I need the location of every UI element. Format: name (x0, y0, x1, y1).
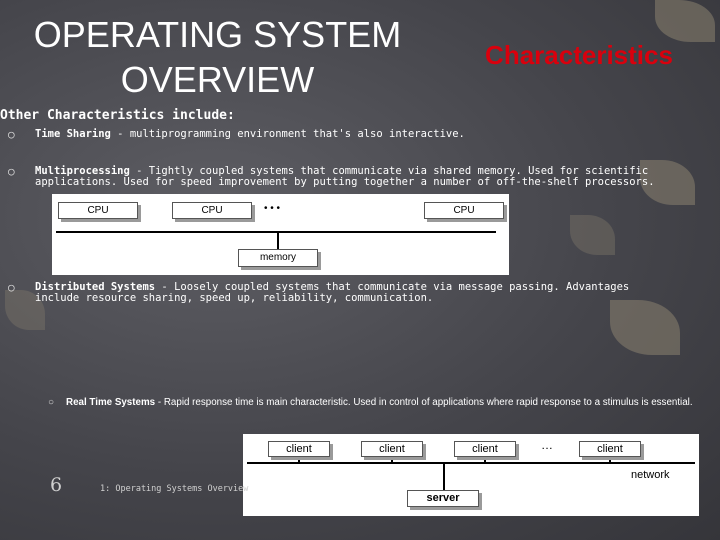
bullet-real-time-systems: ○ Real Time Systems - Rapid response tim… (48, 397, 696, 408)
bullet-term: Time Sharing (35, 128, 111, 140)
cpu-box: CPU (58, 202, 138, 219)
bullet-multiprocessing: ○ Multiprocessing - Tightly coupled syst… (8, 165, 700, 188)
server-connector (443, 462, 445, 490)
client-connector (391, 455, 393, 463)
footer-text: 1: Operating Systems Overview (100, 484, 249, 494)
hollow-circle-bullet-icon: ○ (48, 397, 55, 408)
client-box: client (454, 441, 516, 457)
hollow-circle-bullet-icon: ○ (8, 128, 15, 141)
bullet-term: Multiprocessing (35, 165, 130, 177)
memory-box: memory (238, 249, 318, 267)
network-label: network (631, 469, 670, 481)
hollow-circle-bullet-icon: ○ (8, 165, 15, 178)
bullet-text: - Rapid response time is main characteri… (155, 397, 693, 408)
multiprocessor-diagram: CPU CPU • • • CPU memory (52, 194, 509, 275)
memory-connector (277, 231, 279, 249)
client-box: client (579, 441, 641, 457)
decorative-leaf (570, 215, 615, 255)
client-connector (484, 455, 486, 463)
cpu-box: CPU (424, 202, 504, 219)
slide-title: OPERATING SYSTEM OVERVIEW (33, 14, 402, 100)
server-box: server (407, 490, 479, 507)
cpu-box: CPU (172, 202, 252, 219)
client-connector (298, 455, 300, 463)
bullet-text: - Loosely coupled systems that communica… (35, 281, 630, 304)
bullet-time-sharing: ○ Time Sharing - multiprogramming enviro… (8, 128, 695, 141)
client-box: client (361, 441, 423, 457)
network-diagram: client client client … client network se… (243, 434, 699, 516)
decorative-leaf (655, 0, 715, 42)
bus-line (56, 231, 496, 233)
slide-heading: Characteristics (485, 40, 673, 70)
cpu-ellipsis: • • • (264, 203, 281, 214)
bullet-distributed-systems: ○ Distributed Systems - Loosely coupled … (8, 281, 675, 304)
bullet-text: - multiprogramming environment that's al… (110, 128, 465, 140)
decorative-leaf (5, 290, 45, 330)
intro-text: Other Characteristics include: (0, 108, 235, 123)
page-number: 6 (50, 474, 63, 496)
bullet-term: Real Time Systems (66, 397, 156, 408)
network-line (247, 462, 695, 464)
bullet-text: - Tightly coupled systems that communica… (35, 165, 655, 188)
client-ellipsis: … (541, 438, 553, 452)
bullet-term: Distributed Systems (35, 281, 156, 293)
client-box: client (268, 441, 330, 457)
hollow-circle-bullet-icon: ○ (8, 281, 15, 294)
client-connector (609, 455, 611, 463)
decorative-leaf (610, 300, 680, 355)
